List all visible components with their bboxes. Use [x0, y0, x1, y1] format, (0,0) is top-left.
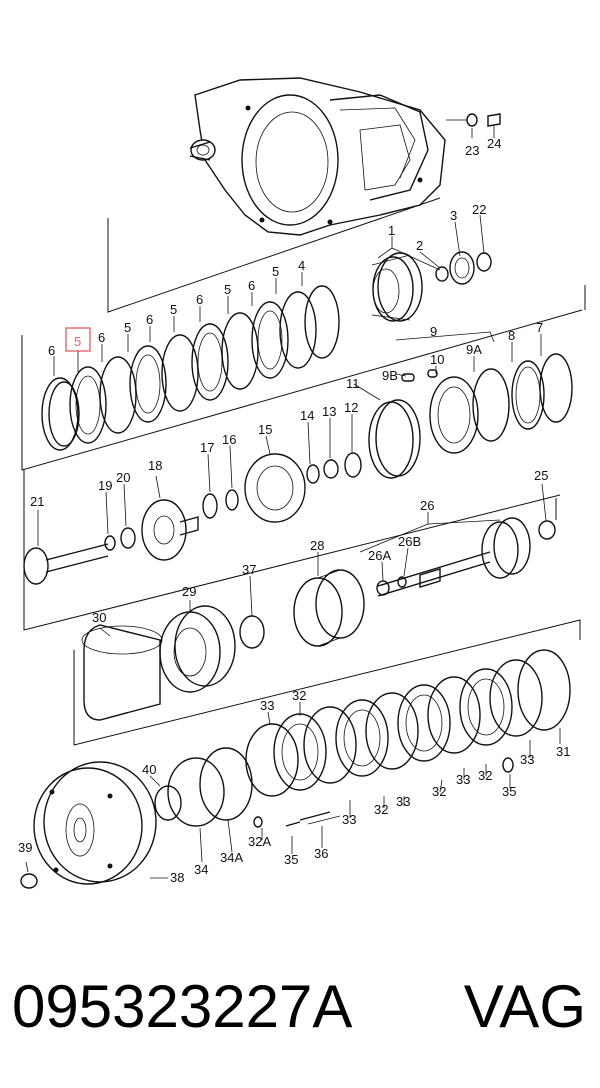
- callout-label: 31: [556, 744, 570, 759]
- callout-label: 21: [30, 494, 44, 509]
- callout-label: 6: [248, 278, 255, 293]
- part-caption: 095323227A VAG: [0, 962, 600, 1052]
- callout-label: 37: [242, 562, 256, 577]
- callout-label: 13: [322, 404, 336, 419]
- callout-label: 9B: [382, 368, 398, 383]
- callout-label: 34A: [220, 850, 243, 865]
- callout-label: 12: [344, 400, 358, 415]
- callout-label: 6: [98, 330, 105, 345]
- callout-label: 1: [388, 223, 395, 238]
- callout-label: 39: [18, 840, 32, 855]
- callout-label: 36: [314, 846, 328, 861]
- screw-and-washer-illustration: [446, 113, 501, 127]
- callout-label: 23: [465, 143, 479, 158]
- callout-label: 33: [520, 752, 534, 767]
- callout-label: 17: [200, 440, 214, 455]
- callout-label: 32: [478, 768, 492, 783]
- callout-label: 5: [272, 264, 279, 279]
- callout-labels: 1 2 3 22 23 24 4 5 5 5 5 5 6 6 6 6 6 6 7…: [18, 136, 570, 885]
- callout-label: 33: [396, 794, 410, 809]
- highlighted-part-box: [65, 327, 91, 352]
- callout-label: 32: [292, 688, 306, 703]
- callout-label: 8: [508, 328, 515, 343]
- callout-label: 29: [182, 584, 196, 599]
- callout-label: 6: [196, 292, 203, 307]
- callout-label: 19: [98, 478, 112, 493]
- callout-label: 5: [170, 302, 177, 317]
- callout-label: 32: [374, 802, 388, 817]
- callout-label: 9: [430, 324, 437, 339]
- callout-label: 25: [534, 468, 548, 483]
- shaft-assembly-26: [376, 517, 556, 597]
- callout-label: 32A: [248, 834, 271, 849]
- drum-assembly-1: [371, 251, 492, 322]
- callout-label: 40: [142, 762, 156, 777]
- callout-label: 16: [222, 432, 236, 447]
- callout-label: 15: [258, 422, 272, 437]
- assembly-frame-lines: [21, 197, 586, 746]
- callout-label: 32: [432, 784, 446, 799]
- clutch-plate-stack-2: [154, 649, 571, 828]
- callout-label: 11: [346, 376, 360, 391]
- exploded-parts-diagram: 1 2 3 22 23 24 4 5 5 5 5 5 6 6 6 6 6 6 7…: [18, 77, 586, 889]
- clutch-plate-stack-1: [41, 285, 340, 451]
- callout-label: 5: [224, 282, 231, 297]
- gearbox-housing-illustration: [189, 77, 446, 236]
- callout-label: 35: [502, 784, 516, 799]
- callout-label: 33: [342, 812, 356, 827]
- callout-label: 4: [298, 258, 305, 273]
- callout-label: 7: [536, 320, 543, 335]
- callout-label: 26B: [398, 534, 421, 549]
- callout-label: 6: [48, 343, 55, 358]
- part-number: 095323227A: [12, 973, 353, 1040]
- callout-label: 28: [310, 538, 324, 553]
- callout-label: 33: [456, 772, 470, 787]
- callout-label: 10: [430, 352, 444, 367]
- callout-label: 33: [260, 698, 274, 713]
- callout-label: 34: [194, 862, 208, 877]
- callout-label: 5: [124, 320, 131, 335]
- torque-converter-illustration: [20, 761, 157, 889]
- callout-label: 3: [450, 208, 457, 223]
- callout-label: 5: [74, 334, 81, 349]
- brand-name: VAG: [463, 973, 586, 1040]
- callout-label: 9A: [466, 342, 482, 357]
- callout-label: 18: [148, 458, 162, 473]
- callout-label: 14: [300, 408, 314, 423]
- callout-label: 6: [146, 312, 153, 327]
- callout-label: 30: [92, 610, 106, 625]
- callout-label: 38: [170, 870, 184, 885]
- callout-label: 26: [420, 498, 434, 513]
- callout-label: 26A: [368, 548, 391, 563]
- callout-label: 24: [487, 136, 501, 151]
- leader-lines: [25, 126, 561, 879]
- callout-label: 2: [416, 238, 423, 253]
- callout-label: 20: [116, 470, 130, 485]
- callout-label: 22: [472, 202, 486, 217]
- row-3-parts: [81, 569, 365, 721]
- row-2-parts: [23, 353, 573, 585]
- callout-label: 35: [284, 852, 298, 867]
